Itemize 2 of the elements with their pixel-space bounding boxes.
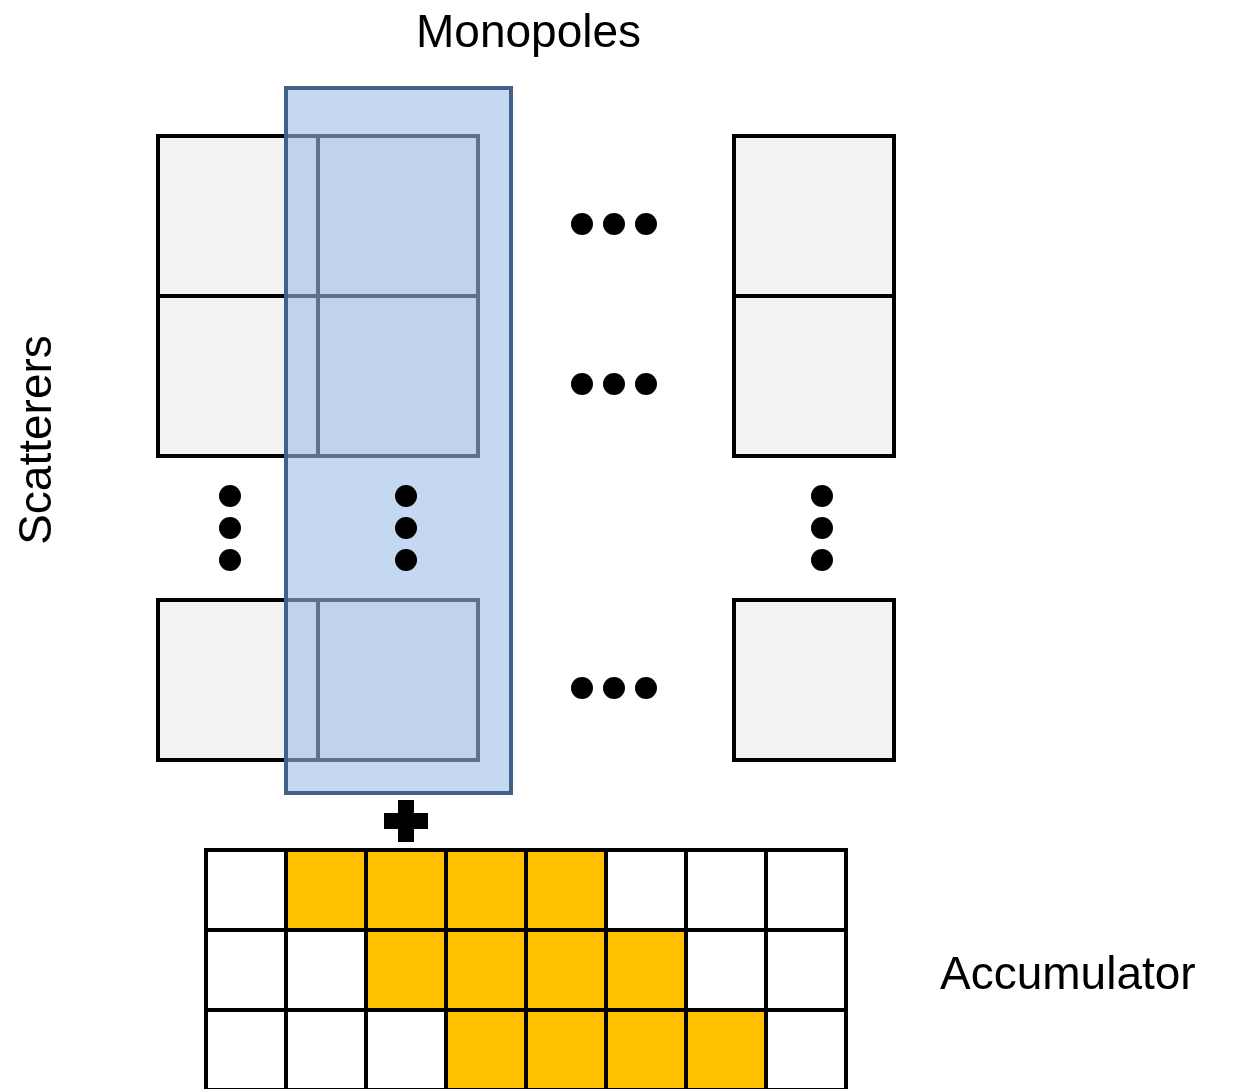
axis-label: Accumulator	[940, 950, 1196, 996]
axis-label: Scatterers	[11, 335, 58, 545]
